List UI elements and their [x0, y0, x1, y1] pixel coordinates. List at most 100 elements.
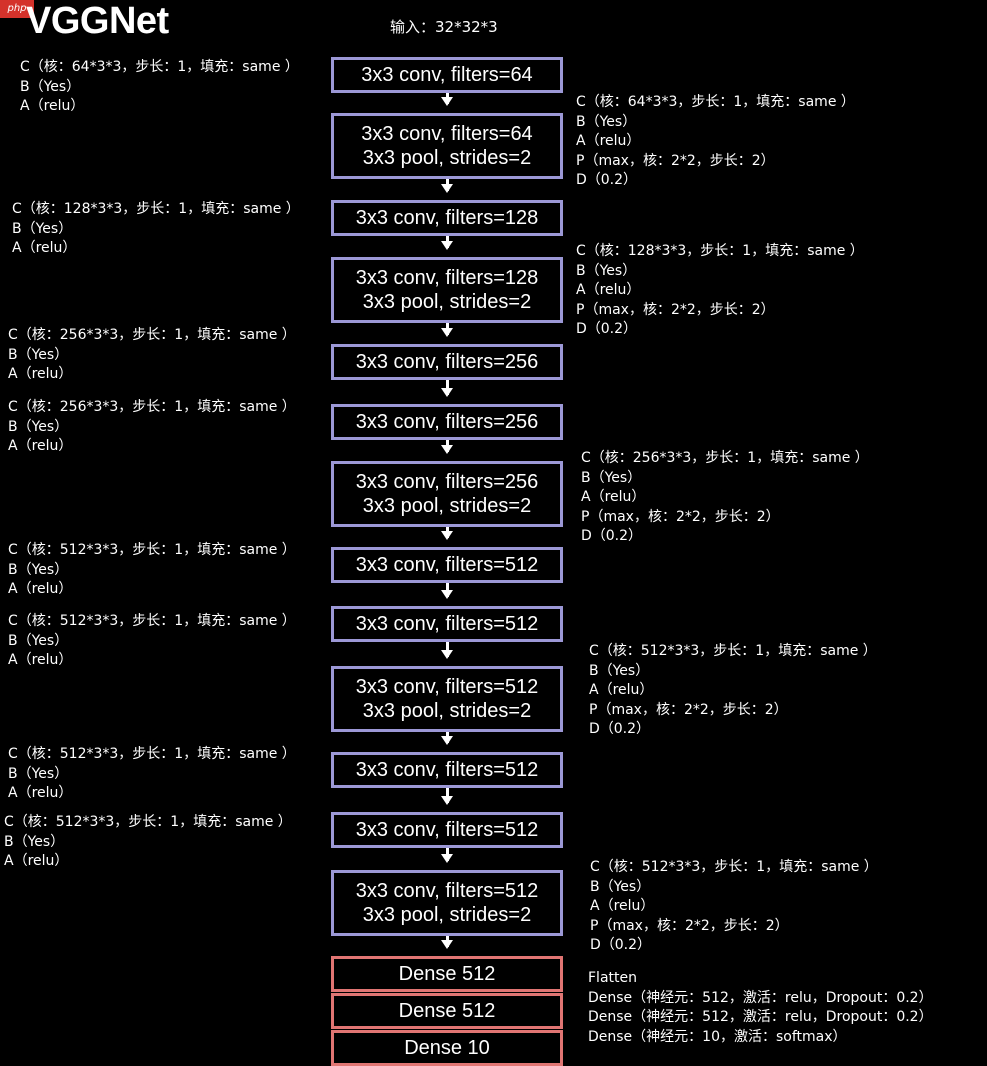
layer-pool-label: 3x3 pool, strides=2 — [362, 700, 532, 722]
annotation-line: Flatten — [588, 970, 637, 986]
flow-arrow — [441, 527, 453, 540]
flow-arrow — [441, 380, 453, 397]
annotation-line: A（relu） — [8, 652, 73, 669]
annotation-line: D（0.2） — [576, 321, 638, 338]
layer-conv-label: 3x3 conv, filters=512 — [355, 554, 539, 576]
flow-arrow — [441, 642, 453, 659]
right-layer-annotation: C（核：512*3*3，步长：1，填充：same ） B（Yes） A（relu） P… — [589, 642, 877, 740]
annotation-line: C（核：128*3*3，步长：1，填充：same ） — [576, 243, 864, 259]
annotation-line: C（核：512*3*3，步长：1，填充：same ） — [590, 859, 878, 875]
flow-arrow — [441, 236, 453, 250]
annotation-line: P（max，核：2*2，步长：2） — [576, 152, 775, 169]
conv-layer-box: 3x3 conv, filters=512 — [331, 752, 563, 788]
annotation-line: B（Yes） — [8, 765, 69, 782]
annotation-line: C（核：512*3*3，步长：1，填充：same ） — [8, 542, 296, 558]
annotation-line: B（Yes） — [581, 469, 642, 486]
annotation-line: Dense（神经元：10，激活：softmax） — [588, 1028, 847, 1045]
dense-layer-label: Dense 512 — [398, 1000, 496, 1022]
layer-pool-label: 3x3 pool, strides=2 — [362, 495, 532, 517]
annotation-line: P（max，核：2*2，步长：2） — [576, 301, 775, 318]
annotation-line: A（relu） — [590, 898, 655, 915]
annotation-line: A（relu） — [581, 489, 646, 506]
annotation-line: D（0.2） — [576, 172, 638, 189]
right-layer-annotation: C（核：512*3*3，步长：1，填充：same ） B（Yes） A（relu） P… — [590, 858, 878, 956]
flow-arrow — [441, 848, 453, 863]
left-layer-annotation: C（核：512*3*3，步长：1，填充：same ）B（Yes）A（relu） — [8, 541, 296, 600]
conv-layer-box: 3x3 conv, filters=128 — [331, 200, 563, 236]
annotation-line: P（max，核：2*2，步长：2） — [590, 917, 789, 934]
annotation-line: A（relu） — [8, 438, 73, 455]
layer-conv-label: 3x3 conv, filters=64 — [361, 123, 533, 145]
layer-conv-label: 3x3 conv, filters=256 — [355, 351, 539, 373]
flow-arrow — [441, 583, 453, 599]
annotation-line: C（核：256*3*3，步长：1，填充：same ） — [581, 450, 869, 466]
dense-layer-box: Dense 10 — [331, 1030, 563, 1066]
annotation-line: A（relu） — [589, 682, 654, 699]
layer-pool-label: 3x3 pool, strides=2 — [362, 904, 532, 926]
layer-conv-label: 3x3 conv, filters=512 — [355, 819, 539, 841]
input-shape-label: 输入：32*32*3 — [390, 18, 498, 36]
annotation-line: B（Yes） — [8, 346, 69, 363]
layer-conv-label: 3x3 conv, filters=512 — [355, 676, 539, 698]
annotation-line: D（0.2） — [590, 937, 652, 954]
left-layer-annotation: C（核：128*3*3，步长：1，填充：same ）B（Yes）A（relu） — [12, 200, 300, 259]
annotation-line: C（核：256*3*3，步长：1，填充：same ） — [8, 327, 296, 343]
layer-conv-label: 3x3 conv, filters=512 — [355, 880, 539, 902]
left-layer-annotation: C（核：256*3*3，步长：1，填充：same ） B（Yes） A（relu） — [8, 398, 296, 457]
annotation-line: C（核：512*3*3，步长：1，填充：same ） — [4, 814, 292, 830]
right-layer-annotation: C（核：128*3*3，步长：1，填充：same ） B（Yes） A（relu） P… — [576, 242, 864, 340]
annotation-line: A（relu） — [12, 240, 77, 257]
layer-conv-label: 3x3 conv, filters=256 — [355, 411, 539, 433]
right-layer-annotation: C（核：256*3*3，步长：1，填充：same ）B（Yes）A（relu）P… — [581, 449, 869, 547]
left-layer-annotation: C（核：512*3*3，步长：1，填充：same ）B（Yes）A（relu） — [4, 813, 292, 872]
flow-arrow — [441, 788, 453, 805]
layer-conv-label: 3x3 conv, filters=512 — [355, 759, 539, 781]
annotation-line: B（Yes） — [4, 833, 65, 850]
annotation-line: C（核：64*3*3，步长：1，填充：same ） — [576, 94, 855, 110]
annotation-line: B（Yes） — [20, 78, 81, 95]
flow-arrow — [441, 936, 453, 949]
annotation-line: A（relu） — [8, 785, 73, 802]
annotation-line: B（Yes） — [590, 878, 651, 895]
annotation-line: A（relu） — [576, 133, 641, 150]
annotation-line: A（relu） — [576, 282, 641, 299]
layer-conv-label: 3x3 conv, filters=64 — [361, 64, 533, 86]
annotation-line: C（核：512*3*3，步长：1，填充：same ） — [8, 613, 296, 629]
annotation-line: D（0.2） — [589, 721, 651, 738]
watermark-badge: php — [0, 0, 34, 18]
dense-layer-label: Dense 10 — [404, 1037, 490, 1059]
flow-arrow — [441, 179, 453, 193]
flow-arrow — [441, 93, 453, 106]
annotation-line: Dense（神经元：512，激活：relu，Dropout：0.2） — [588, 989, 933, 1006]
right-layer-annotation: C（核：64*3*3，步长：1，填充：same ）B（Yes）A（relu）P（… — [576, 93, 855, 191]
annotation-line: P（max，核：2*2，步长：2） — [589, 701, 788, 718]
annotation-line: C（核：256*3*3，步长：1，填充：same ） — [8, 399, 296, 415]
annotation-line: B（Yes） — [576, 262, 637, 279]
diagram-title: VGGNet — [26, 0, 169, 42]
layer-conv-label: 3x3 conv, filters=128 — [355, 267, 539, 289]
annotation-line: B（Yes） — [8, 418, 69, 435]
annotation-line: D（0.2） — [581, 528, 643, 545]
annotation-line: A（relu） — [20, 98, 85, 115]
annotation-line: B（Yes） — [8, 632, 69, 649]
conv-layer-box: 3x3 conv, filters=512 — [331, 812, 563, 848]
layer-conv-label: 3x3 conv, filters=512 — [355, 613, 539, 635]
annotation-line: B（Yes） — [589, 662, 650, 679]
layer-conv-label: 3x3 conv, filters=256 — [355, 471, 539, 493]
annotation-line: C（核：512*3*3，步长：1，填充：same ） — [589, 643, 877, 659]
annotation-line: B（Yes） — [8, 561, 69, 578]
flow-arrow — [441, 732, 453, 745]
annotation-line: A（relu） — [8, 366, 73, 383]
conv-layer-box: 3x3 conv, filters=512 — [331, 606, 563, 642]
left-layer-annotation: C（核：64*3*3，步长：1，填充：same ） B（Yes） A（relu） — [20, 58, 299, 117]
conv-layer-box: 3x3 conv, filters=256 — [331, 344, 563, 380]
annotation-line: C（核：64*3*3，步长：1，填充：same ） — [20, 59, 299, 75]
conv-layer-box: 3x3 conv, filters=512 — [331, 547, 563, 583]
flow-arrow — [441, 323, 453, 337]
